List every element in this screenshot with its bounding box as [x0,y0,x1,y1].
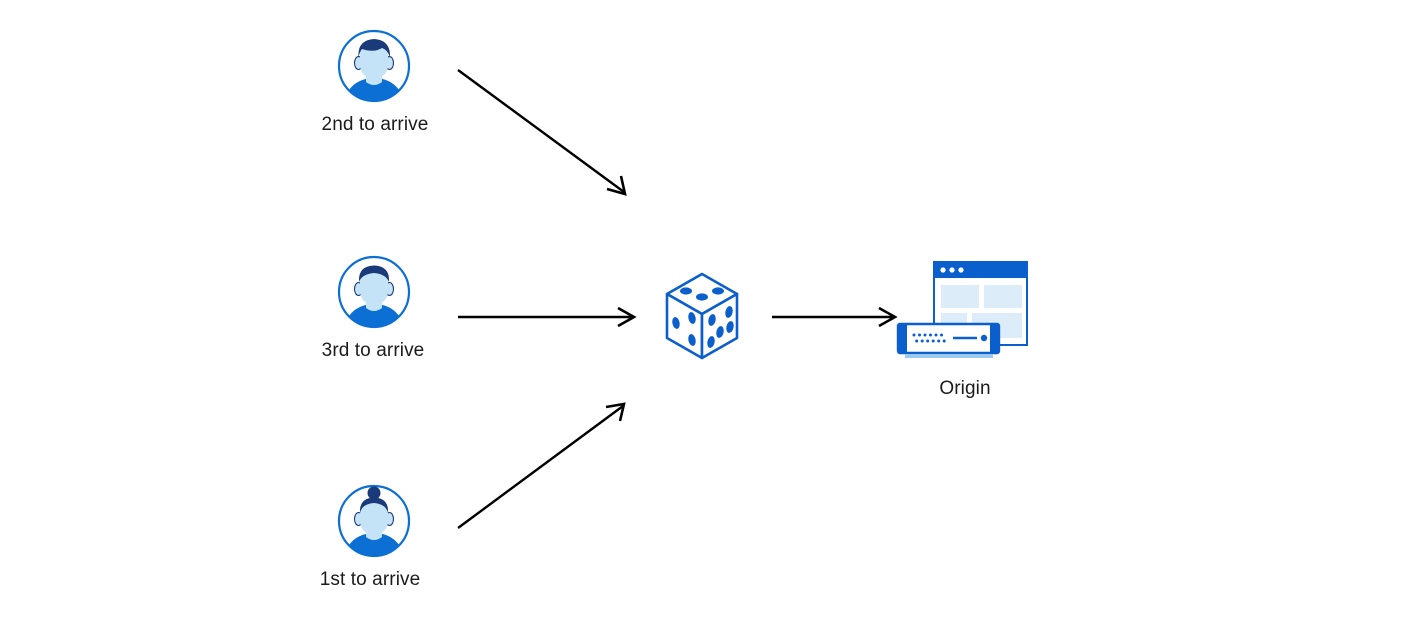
origin-server-node [893,258,1038,363]
dice-icon [665,272,739,360]
dice-node [662,270,742,364]
window-dot-icon [958,267,964,273]
arrow-3rd-to-dice [458,306,637,328]
router-vents-icon [912,333,946,343]
visitor-1st-label: 1st to arrive [319,569,421,590]
user-avatar-icon [337,255,411,329]
router-status-dot-icon [980,334,988,342]
window-dot-icon [949,267,955,273]
dice-right-pips [707,306,734,348]
arrow-1st-to-dice [457,402,626,529]
dice-left-pips [672,312,696,346]
router-icon [896,322,1001,358]
arrow-2nd-to-dice [457,69,627,196]
origin-label: Origin [939,378,991,399]
visitor-2nd-label: 2nd to arrive [321,114,429,135]
user-avatar-icon [337,484,411,558]
window-dot-icon [940,267,946,273]
origin-server-icon [896,261,1028,358]
visitor-3rd-avatar [336,254,412,330]
dice-top-pips [680,287,724,301]
user-avatar-icon [337,29,411,103]
arrow-dice-to-origin [772,306,898,328]
visitor-3rd-label: 3rd to arrive [321,340,425,361]
visitor-2nd-avatar [336,28,412,104]
visitor-1st-avatar [336,483,412,559]
